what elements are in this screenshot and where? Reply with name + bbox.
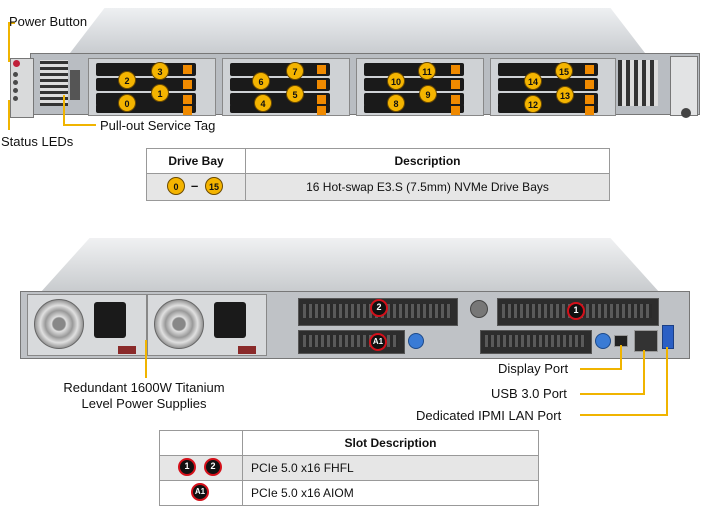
leader-line-power [8,22,15,24]
front-right-ear [670,56,698,116]
rack-screw-icon [681,108,691,118]
ipmi-lan-port[interactable] [634,330,658,352]
bay-badge-1: 1 [151,84,169,102]
slot-badge-1: 1 [567,302,585,320]
bay-badge-11: 11 [418,62,436,80]
bay-badge-0: 0 [118,94,136,112]
slot-description-table: Slot Description 1 2 PCIe 5.0 x16 FHFL A… [159,430,539,506]
drive-bay-10[interactable] [364,78,464,91]
bay-badge-4: 4 [254,94,272,112]
description-header: Description [245,148,610,174]
leader-line-ipmi [580,414,668,416]
bay-range-dash: – [191,178,199,193]
usb-port-label: USB 3.0 Port [491,386,567,401]
status-led [13,88,18,93]
bay-badge-10: 10 [387,72,405,90]
ipmi-port-label: Dedicated IPMI LAN Port [416,408,562,423]
psu-handle[interactable] [238,346,256,354]
bay-badge-5: 5 [286,85,304,103]
slot-table-badge-a1: A1 [191,483,209,501]
io-panel-vent [485,335,585,347]
bay-range-end-badge: 15 [205,177,223,195]
bay-badge-13: 13 [556,86,574,104]
status-led [13,72,18,77]
leader-line-ipmi [666,347,668,415]
leader-line-usb [580,393,645,395]
power-supplies-label-line1: Redundant 1600W Titanium [63,380,225,395]
power-inlet-icon[interactable] [94,302,126,338]
bay-badge-14: 14 [524,72,542,90]
aiom-thumbscrew-icon[interactable] [408,333,424,349]
bay-badge-7: 7 [286,62,304,80]
slot-badge-2: 2 [370,299,388,317]
slot-icon-header [159,430,243,456]
drive-bay-2[interactable] [96,78,196,91]
power-inlet-icon[interactable] [214,302,246,338]
psu-fan-icon [34,299,84,349]
front-chassis-lid [70,8,645,53]
drive-bay-0[interactable] [96,104,196,115]
slot-description-fhfl: PCIe 5.0 x16 FHFL [242,455,539,481]
io-thumbscrew-icon[interactable] [595,333,611,349]
bay-badge-12: 12 [524,95,542,113]
power-supplies-label: Redundant 1600W Titanium Level Power Sup… [48,380,240,412]
service-tag[interactable] [70,70,80,100]
drive-bay-4[interactable] [230,104,330,115]
rear-chassis-lid [40,238,660,293]
slot-table-badge-2: 2 [204,458,222,476]
bay-range-start-badge: 0 [167,177,185,195]
slot-description-aiom: PCIe 5.0 x16 AIOM [242,480,539,506]
power-supplies-label-line2: Level Power Supplies [81,396,207,411]
bay-badge-2: 2 [118,71,136,89]
status-led [13,96,18,101]
leader-line-leds [8,100,10,130]
usb-port[interactable] [662,325,674,349]
slot-badges-cell: A1 [159,480,243,506]
status-led [13,80,18,85]
slot-description-header: Slot Description [242,430,539,456]
bay-badge-3: 3 [151,62,169,80]
leader-line-tag [63,95,65,125]
psu-handle[interactable] [118,346,136,354]
front-vent-right [618,60,658,106]
leader-line-usb [643,350,645,394]
drive-bay-range-cell: 0 – 15 [146,173,246,201]
service-tag-label: Pull-out Service Tag [100,118,216,133]
drive-bay-8[interactable] [364,104,464,115]
bay-badge-8: 8 [387,94,405,112]
power-button-label: Power Button [9,14,88,29]
bay-badge-15: 15 [555,62,573,80]
slot-screw-icon [470,300,488,318]
drive-bay-14[interactable] [498,78,598,91]
drive-bay-11[interactable] [364,63,464,76]
drive-bay-12[interactable] [498,104,598,115]
display-port-label: Display Port [498,361,569,376]
leader-line-power [8,22,10,62]
drive-bay-description: 16 Hot-swap E3.S (7.5mm) NVMe Drive Bays [245,173,610,201]
slot-table-badge-1: 1 [178,458,196,476]
slot-badge-a1: A1 [369,333,387,351]
power-button[interactable] [13,60,20,67]
drive-bay-15[interactable] [498,63,598,76]
status-leds-label: Status LEDs [1,134,74,149]
drive-bay-7[interactable] [230,63,330,76]
slot-badges-cell: 1 2 [159,455,243,481]
psu-fan-icon [154,299,204,349]
drive-bay-table: Drive Bay Description 0 – 15 16 Hot-swap… [146,148,610,201]
leader-line-psu [145,340,147,378]
bay-badge-9: 9 [419,85,437,103]
drive-bay-6[interactable] [230,78,330,91]
drive-bay-header: Drive Bay [146,148,246,174]
leader-line-display [580,368,622,370]
bay-badge-6: 6 [252,72,270,90]
leader-line-tag [63,124,96,126]
leader-line-display [620,345,622,369]
drive-bay-3[interactable] [96,63,196,76]
